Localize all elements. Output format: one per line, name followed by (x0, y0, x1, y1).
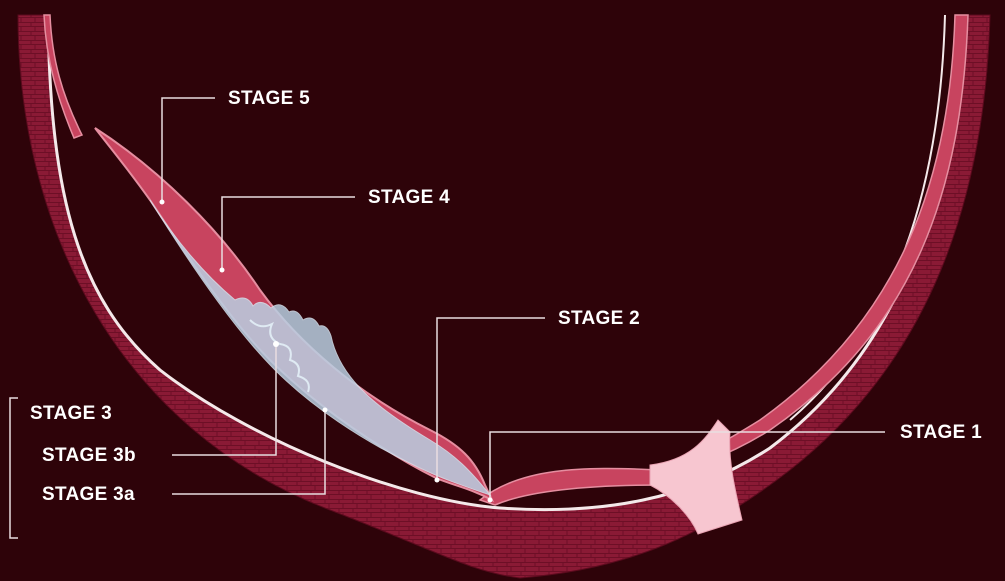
label-stage5: STAGE 5 (228, 89, 310, 108)
attached-retina (650, 15, 968, 478)
label-stage4: STAGE 4 (368, 188, 450, 207)
flat-retina (480, 468, 662, 505)
label-stage2: STAGE 2 (558, 309, 640, 328)
label-stage3: STAGE 3 (30, 404, 112, 423)
label-stage3b: STAGE 3b (42, 446, 136, 465)
leader-stage4 (222, 197, 355, 270)
bracket-stage3 (10, 398, 18, 538)
label-stage3a: STAGE 3a (42, 485, 135, 504)
label-stage1: STAGE 1 (900, 423, 982, 442)
